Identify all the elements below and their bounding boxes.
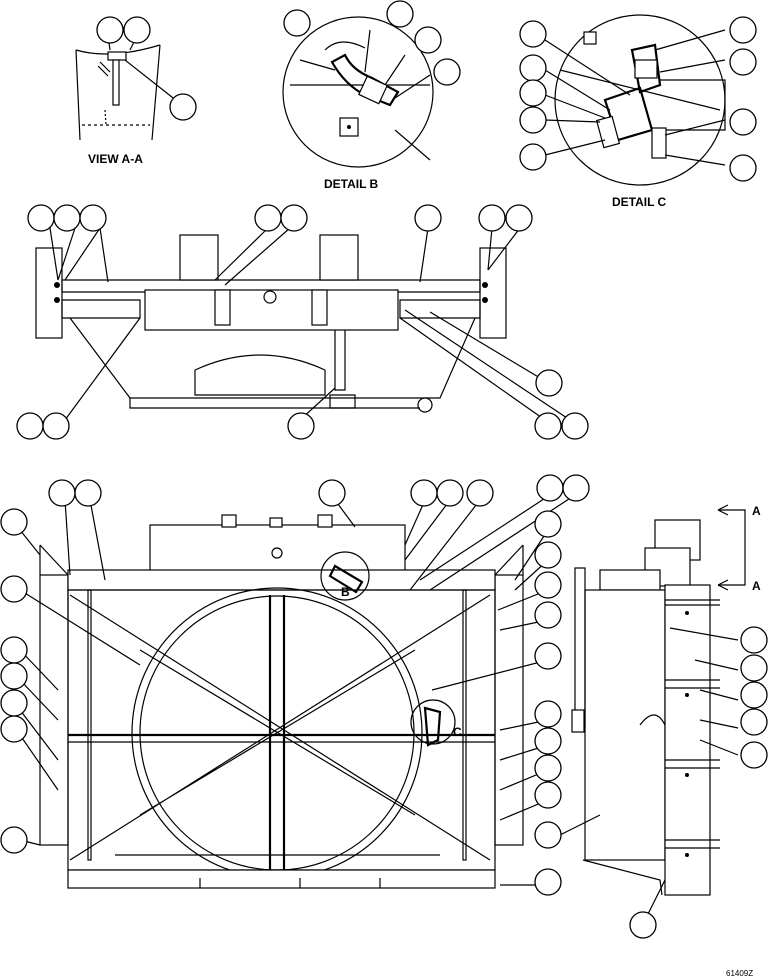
callout-balloon <box>729 48 757 76</box>
callout-balloon <box>534 781 562 809</box>
callout-balloon <box>519 79 547 107</box>
callout-balloon <box>729 16 757 44</box>
callout-balloon <box>534 754 562 782</box>
callout-balloon <box>466 479 494 507</box>
callout-balloon <box>534 510 562 538</box>
detail-c-marker: C <box>453 725 462 739</box>
callout-balloon <box>740 654 768 682</box>
callout-balloon <box>283 9 311 37</box>
callout-balloon <box>536 474 564 502</box>
callout-balloon <box>0 508 28 536</box>
drawing-number: 61409Z <box>726 969 753 978</box>
callout-balloon <box>740 626 768 654</box>
callout-balloon <box>169 93 197 121</box>
callout-balloon <box>74 479 102 507</box>
detail-b: DETAIL B <box>282 16 434 191</box>
callout-balloon <box>53 204 81 232</box>
callout-balloon <box>534 821 562 849</box>
callout-balloon <box>414 26 442 54</box>
callout-balloon <box>0 636 28 664</box>
callout-balloon <box>123 16 151 44</box>
callout-balloon <box>535 369 563 397</box>
callout-balloon <box>287 412 315 440</box>
callout-balloon <box>478 204 506 232</box>
callout-balloon <box>534 727 562 755</box>
callout-balloon <box>534 412 562 440</box>
section-marker-top: A <box>752 504 761 518</box>
section-marker-bottom: A <box>752 579 761 593</box>
callout-balloon <box>534 700 562 728</box>
callout-balloon <box>16 412 44 440</box>
callout-balloon <box>534 868 562 896</box>
callout-balloon <box>433 58 461 86</box>
callout-balloon <box>534 571 562 599</box>
callout-balloon <box>0 575 28 603</box>
detail-b-caption: DETAIL B <box>324 177 379 191</box>
callout-balloon <box>561 412 589 440</box>
callout-balloon <box>318 479 346 507</box>
callout-balloon <box>42 412 70 440</box>
callout-balloons <box>0 0 768 939</box>
callout-balloon <box>0 689 28 717</box>
callout-balloon <box>519 106 547 134</box>
callout-balloon <box>534 541 562 569</box>
side-view-assembly: A A <box>559 504 761 921</box>
callout-balloon <box>729 154 757 182</box>
callout-balloon <box>410 479 438 507</box>
callout-balloon <box>254 204 282 232</box>
callout-balloon <box>519 20 547 48</box>
callout-balloon <box>534 601 562 629</box>
callout-balloon <box>0 826 28 854</box>
top-view-assembly <box>35 227 571 421</box>
callout-balloon <box>436 479 464 507</box>
callout-balloon <box>280 204 308 232</box>
callout-balloon <box>519 143 547 171</box>
callout-balloon <box>48 479 76 507</box>
detail-c: DETAIL C <box>544 14 726 209</box>
callout-balloon <box>0 715 28 743</box>
front-view-assembly: B C <box>19 494 576 889</box>
callout-balloon <box>740 741 768 769</box>
detail-b-marker: B <box>341 585 350 599</box>
callout-balloon <box>740 681 768 709</box>
callout-balloon <box>27 204 55 232</box>
detail-c-caption: DETAIL C <box>612 195 667 209</box>
callout-balloon <box>629 911 657 939</box>
callout-balloon <box>562 474 590 502</box>
callout-balloon <box>519 54 547 82</box>
callout-balloon <box>96 16 124 44</box>
callout-balloon <box>740 708 768 736</box>
callout-balloon <box>729 108 757 136</box>
callout-balloon <box>386 0 414 28</box>
callout-balloon <box>505 204 533 232</box>
callout-balloon <box>79 204 107 232</box>
view-a-a: VIEW A-A <box>75 29 183 166</box>
callout-balloon <box>0 662 28 690</box>
view-a-a-caption: VIEW A-A <box>88 152 143 166</box>
callout-balloon <box>414 204 442 232</box>
callout-balloon <box>534 642 562 670</box>
